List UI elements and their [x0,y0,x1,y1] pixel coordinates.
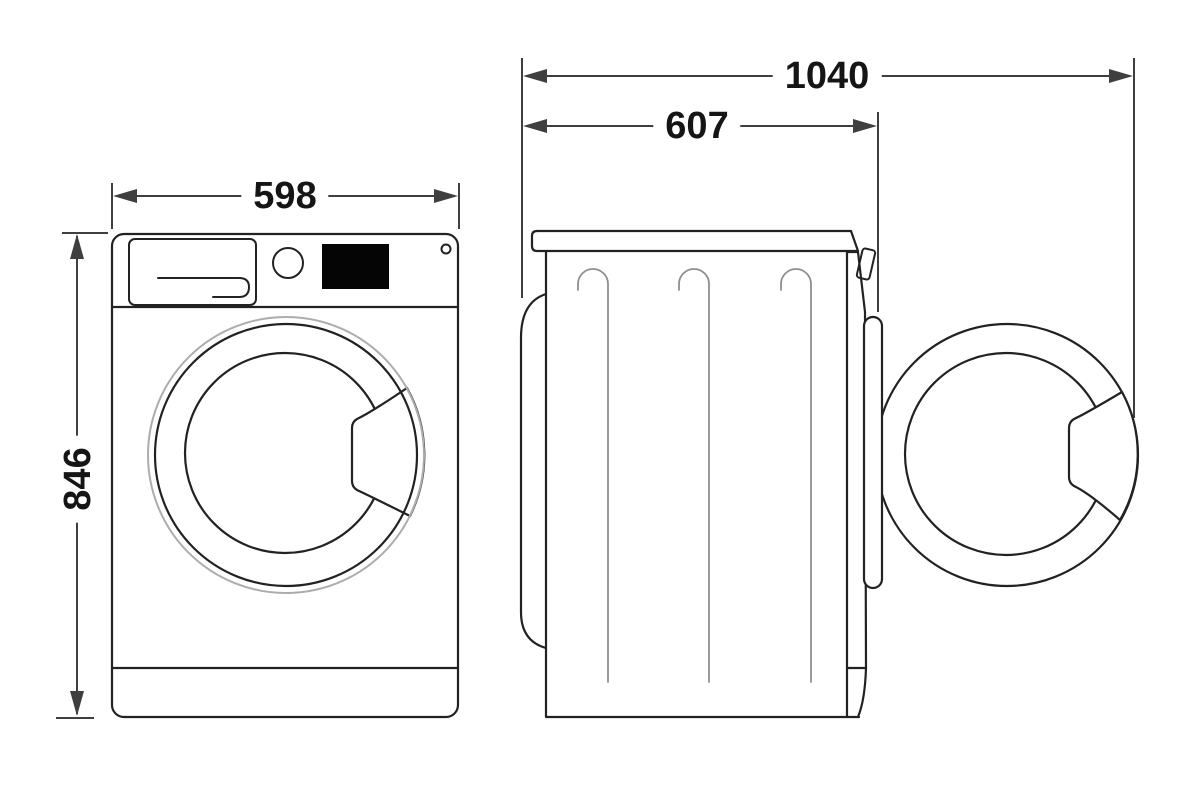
groove-line [780,268,812,683]
power-button-dot [440,243,452,255]
arrow-left-icon [523,119,547,133]
detergent-drawer [128,238,257,306]
drawer-handle [157,277,250,298]
door-seal-ring [147,316,425,594]
dim-label-depth-door-open: 1040 [772,55,882,97]
front-edge-strip [845,249,868,719]
door-handle-pocket [350,386,426,518]
door-edge-strip [862,315,884,590]
program-knob [272,247,304,279]
dimension-lines [56,58,1135,719]
side-body-outline [544,249,861,719]
front-door [147,316,426,594]
arrow-down-icon [70,691,84,716]
arrow-up-icon [70,234,84,259]
toe-kick-curve [856,666,868,719]
front-view [110,232,460,719]
arrow-right-icon [853,119,877,133]
open-door-handle-pocket [1067,390,1139,522]
arrow-left-icon [113,189,137,203]
dim-label-body-depth: 607 [653,105,741,147]
top-lid [530,229,860,253]
open-door [874,322,1140,588]
side-view [519,229,1140,719]
dim-label-height: 846 [57,435,99,523]
arrow-right-icon [1109,69,1133,83]
side-panel-grooves [577,268,812,683]
display-screen [322,244,389,289]
cabinet-outline [110,232,460,719]
groove-line [678,268,710,683]
hinge-block [855,247,877,281]
rear-bulge [519,292,548,650]
arrow-right-icon [434,189,458,203]
door-rim [153,322,419,588]
arrow-left-icon [523,69,547,83]
groove-line [577,268,609,683]
dim-label-front-width: 598 [241,175,329,217]
